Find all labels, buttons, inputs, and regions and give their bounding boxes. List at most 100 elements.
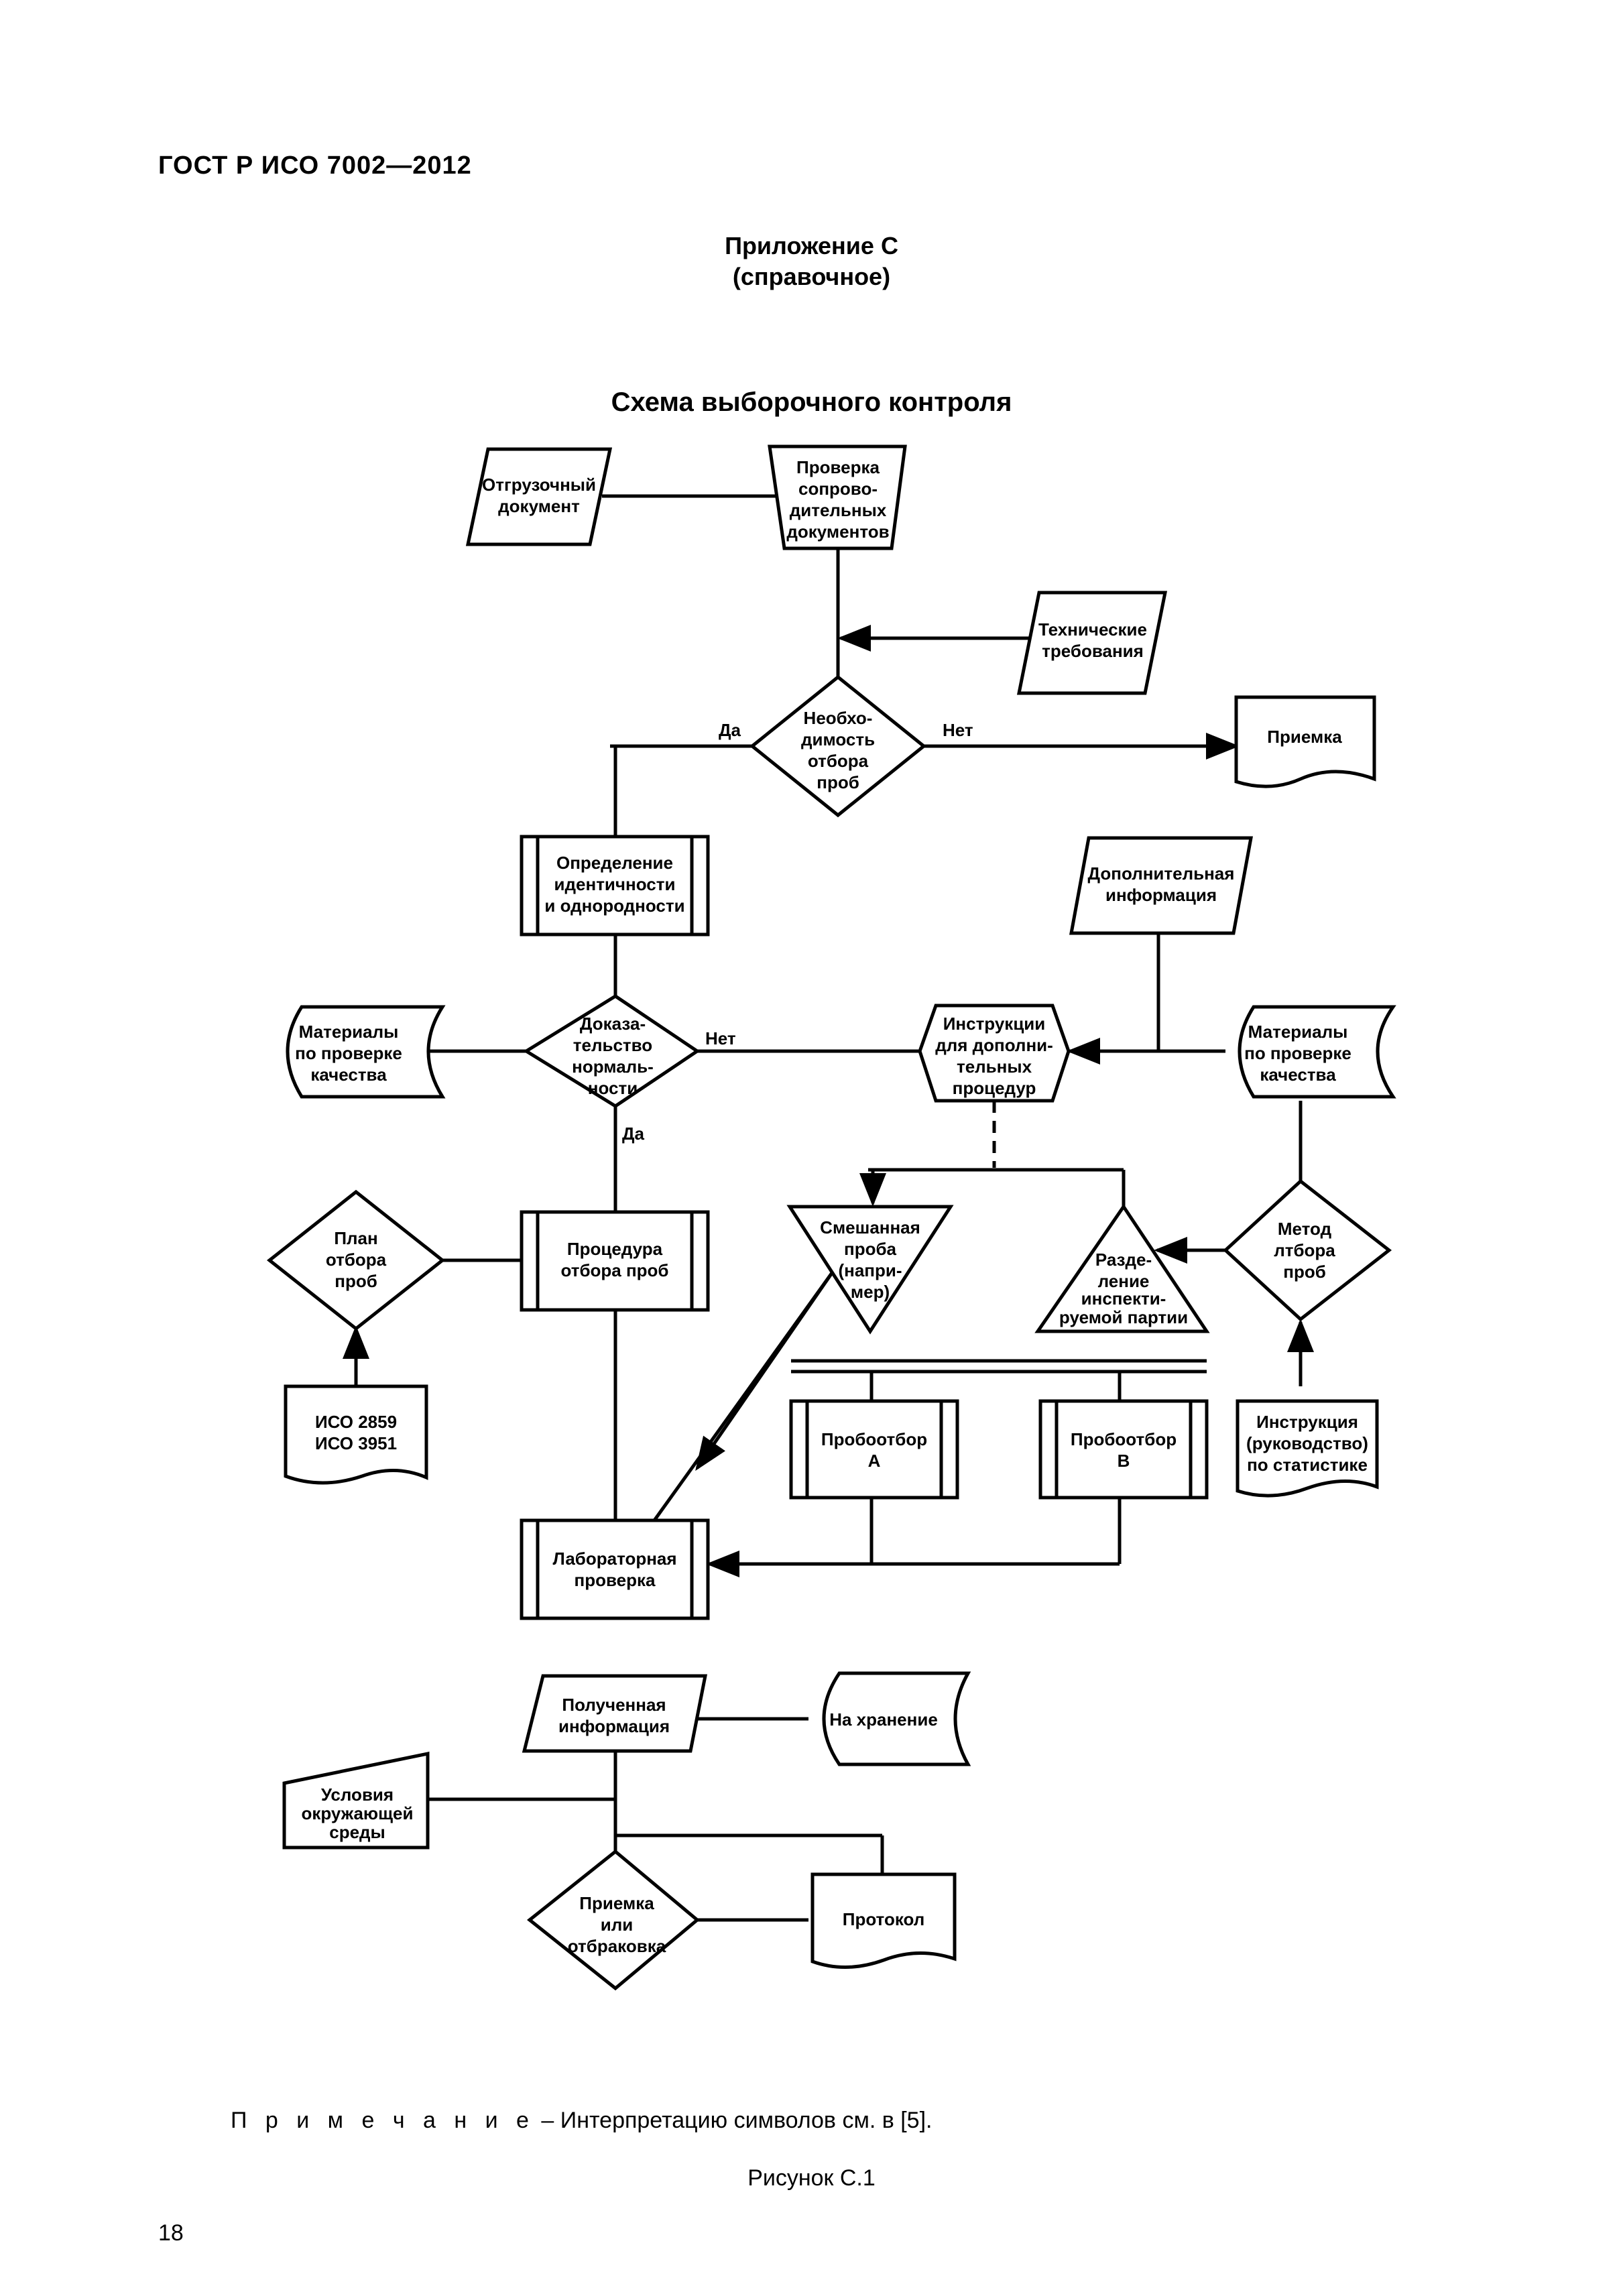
svg-text:документов: документов — [786, 522, 889, 542]
laboratory-test-node: Лабораторная проверка — [520, 1518, 710, 1620]
svg-text:проба: проба — [844, 1239, 897, 1259]
svg-text:Процедура: Процедура — [567, 1239, 663, 1259]
svg-text:окружающей: окружающей — [301, 1803, 413, 1823]
svg-text:Приемка: Приемка — [1267, 727, 1342, 747]
svg-text:Определение: Определение — [556, 853, 673, 873]
acceptance-document-node: Приемка — [1234, 695, 1376, 788]
page-number: 18 — [158, 2220, 184, 2246]
svg-text:Протокол: Протокол — [843, 1909, 925, 1929]
edge-label-no-mid: Нет — [705, 1028, 736, 1048]
svg-text:для дополни-: для дополни- — [935, 1035, 1053, 1055]
svg-text:требования: требования — [1042, 641, 1144, 661]
figure-caption: Рисунок С.1 — [747, 2165, 876, 2191]
sampling-procedure-node: Процедура отбора проб — [520, 1210, 710, 1312]
extra-procedures-instructions-node: Инструкции для дополни- тельных процедур — [918, 1004, 1071, 1103]
svg-text:или: или — [601, 1915, 633, 1935]
lot-division-node: Разде- ление инспекти- руемой партии — [1034, 1203, 1210, 1333]
svg-text:по проверке: по проверке — [295, 1043, 402, 1063]
svg-text:проб: проб — [817, 772, 859, 792]
svg-text:Доказа-: Доказа- — [580, 1014, 646, 1034]
appendix-subtitle: (справочное) — [732, 263, 891, 290]
document-header: ГОСТ Р ИСО 7002—2012 — [158, 152, 472, 180]
sampling-b-node: Пробоотбор В — [1038, 1399, 1209, 1500]
svg-text:отбраковка: отбраковка — [568, 1936, 666, 1956]
svg-text:Приемка: Приемка — [579, 1893, 654, 1913]
svg-text:Метод: Метод — [1278, 1219, 1332, 1239]
svg-text:отбора: отбора — [326, 1250, 387, 1270]
svg-text:качества: качества — [1260, 1065, 1336, 1085]
check-documents-node: Проверка сопрово- дительных документов — [768, 444, 907, 550]
svg-text:тельство: тельство — [573, 1035, 652, 1055]
sampling-a-node: Пробоотбор А — [789, 1399, 959, 1500]
svg-text:Инструкции: Инструкции — [943, 1014, 1046, 1034]
svg-text:Дополнительная: Дополнительная — [1088, 863, 1235, 884]
svg-text:ИСО 2859: ИСО 2859 — [315, 1412, 397, 1432]
svg-text:Полученная: Полученная — [562, 1695, 666, 1715]
svg-text:проверка: проверка — [575, 1570, 656, 1590]
svg-text:Отгрузочный: Отгрузочный — [482, 475, 596, 495]
note-label: П р и м е ч а н и е — [231, 2108, 535, 2133]
svg-text:(руководство): (руководство) — [1246, 1433, 1368, 1453]
svg-text:качества: качества — [310, 1065, 387, 1085]
need-sampling-decision: Необхо- димость отбора проб — [749, 674, 926, 818]
svg-text:Материалы: Материалы — [299, 1022, 399, 1042]
svg-text:инспекти-: инспекти- — [1081, 1288, 1166, 1309]
svg-text:Пробоотбор: Пробоотбор — [1071, 1429, 1177, 1449]
svg-text:тельных: тельных — [957, 1056, 1032, 1077]
svg-text:Инструкция: Инструкция — [1256, 1412, 1358, 1432]
storage-node: На хранение — [822, 1671, 971, 1766]
svg-text:(напри-: (напри- — [838, 1260, 902, 1280]
svg-text:В: В — [1118, 1451, 1130, 1471]
sampling-plan-decision: План отбора проб — [266, 1189, 446, 1331]
svg-text:сопрово-: сопрово- — [798, 479, 878, 499]
quality-materials-left-node: Материалы по проверке качества — [286, 1005, 446, 1099]
svg-text:На хранение: На хранение — [829, 1709, 938, 1730]
normality-proof-decision: Доказа- тельство нормаль- ности — [523, 994, 701, 1108]
environment-conditions-node: Условия окружающей среды — [282, 1751, 430, 1850]
scheme-title: Схема выборочного контроля — [611, 387, 1012, 417]
edge-label-yes-mid: Да — [622, 1124, 645, 1144]
svg-text:информация: информация — [558, 1716, 670, 1736]
protocol-document-node: Протокол — [810, 1872, 957, 1970]
svg-text:документ: документ — [498, 496, 580, 516]
svg-text:информация: информация — [1105, 885, 1217, 905]
svg-text:План: План — [334, 1228, 377, 1248]
svg-text:дительных: дительных — [790, 500, 887, 520]
svg-text:руемой партии: руемой партии — [1059, 1307, 1188, 1327]
connectors — [343, 494, 1314, 1922]
svg-text:лтбора: лтбора — [1274, 1240, 1335, 1260]
svg-text:Лабораторная: Лабораторная — [552, 1549, 676, 1569]
shipping-document-node: Отгрузочный документ — [465, 447, 613, 546]
svg-text:отбора проб: отбора проб — [560, 1260, 668, 1280]
edge-label-yes-top: Да — [719, 720, 741, 740]
statistics-instruction-document-node: Инструкция (руководство) по статистике — [1236, 1399, 1379, 1498]
edge-label-no-top: Нет — [943, 720, 973, 740]
identity-determination-node: Определение идентичности и однородности — [520, 835, 710, 936]
figure-note: П р и м е ч а н и е – Интерпретацию симв… — [231, 2108, 932, 2134]
mixed-sample-node: Смешанная проба (напри- мер) — [786, 1205, 954, 1335]
svg-text:Технические: Технические — [1038, 619, 1147, 640]
received-information-node: Полученная информация — [522, 1674, 708, 1753]
svg-text:проб: проб — [335, 1271, 377, 1291]
appendix-title: Приложение С — [725, 232, 898, 259]
svg-text:процедур: процедур — [953, 1078, 1036, 1098]
svg-text:А: А — [868, 1451, 881, 1471]
iso-standards-document-node: ИСО 2859 ИСО 3951 — [284, 1384, 428, 1485]
svg-text:ИСО 3951: ИСО 3951 — [315, 1433, 397, 1453]
svg-text:и однородности: и однородности — [544, 896, 684, 916]
svg-text:по проверке: по проверке — [1244, 1043, 1351, 1063]
svg-text:Смешанная: Смешанная — [820, 1217, 920, 1237]
svg-text:димость: димость — [801, 729, 875, 749]
svg-text:идентичности: идентичности — [554, 874, 676, 894]
quality-materials-right-node: Материалы по проверке качества — [1238, 1005, 1396, 1099]
svg-text:мер): мер) — [851, 1282, 890, 1302]
svg-text:Разде-: Разде- — [1095, 1250, 1152, 1270]
svg-text:Проверка: Проверка — [796, 457, 880, 477]
svg-text:проб: проб — [1283, 1262, 1326, 1282]
note-text: – Интерпретацию символов см. в [5]. — [534, 2108, 933, 2133]
svg-text:отбора: отбора — [808, 751, 869, 771]
sampling-method-decision: Метод лтбора проб — [1223, 1179, 1392, 1322]
svg-text:ление: ление — [1098, 1271, 1150, 1291]
svg-text:Пробоотбор: Пробоотбор — [821, 1429, 927, 1449]
